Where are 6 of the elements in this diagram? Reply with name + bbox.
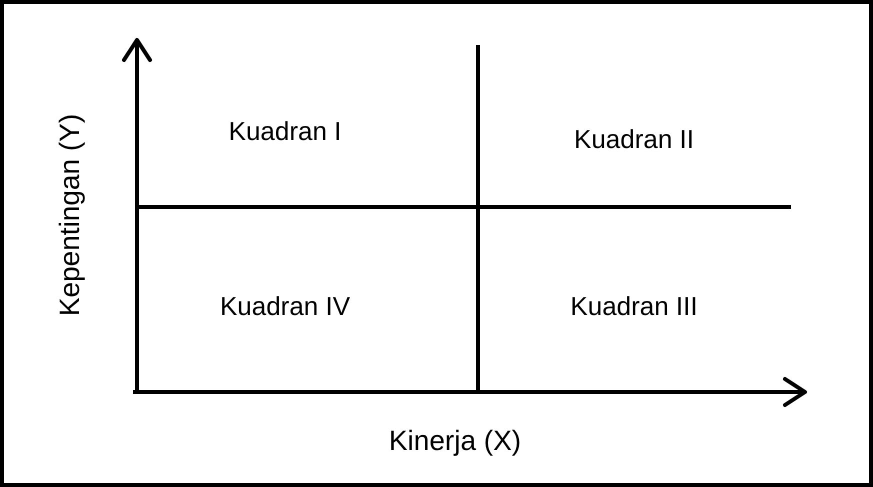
axis-title: Kinerja (X) xyxy=(388,427,522,455)
quadrant-label: Kuadran IV xyxy=(220,293,350,319)
quadrant-label: Kuadran II xyxy=(574,126,694,152)
quadrant-label: Kuadran III xyxy=(570,293,698,319)
axis-title: Kepentingan (Y) xyxy=(56,114,84,316)
quadrant-label: Kuadran I xyxy=(228,118,342,144)
